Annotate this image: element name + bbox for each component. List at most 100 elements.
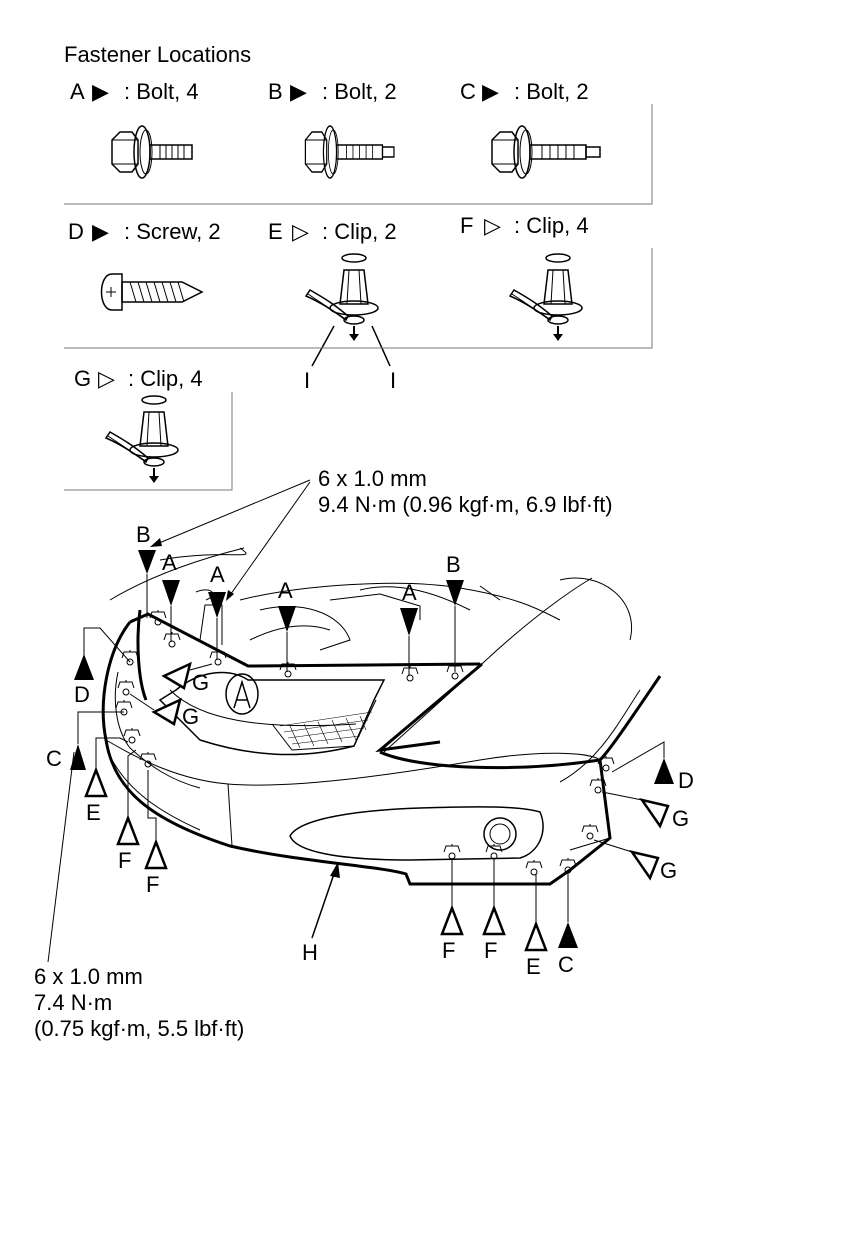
leader-line: [371, 325, 391, 367]
stepped-bolt-icon: [491, 125, 601, 179]
callout-g: G: [129, 693, 199, 729]
callout-g: G: [593, 839, 677, 883]
legend-desc-b: : Bolt, 2: [322, 79, 397, 104]
callout-f: F: [144, 770, 168, 897]
callout-b-label: B: [136, 522, 151, 547]
hollow-arrow-icon: [161, 661, 192, 690]
legend-letter-g: G: [74, 366, 91, 391]
legend-divider: [64, 248, 653, 349]
callout-b: B: [446, 552, 464, 672]
callout-c: C: [46, 711, 124, 771]
legend-item-e: E ▷ : Clip, 2 I I: [268, 219, 397, 393]
callout-g-label: G: [192, 670, 209, 695]
callout-a-label: A: [162, 550, 177, 575]
leader-line: [311, 325, 335, 367]
callout-d: D: [611, 741, 694, 793]
legend-letter-f: F: [460, 213, 473, 238]
callout-f: F: [440, 858, 464, 963]
callout-f-label: F: [146, 872, 159, 897]
filled-arrow-icon: [400, 608, 418, 636]
screw-icon: [100, 273, 203, 311]
hollow-arrow-icon: [440, 904, 464, 936]
torque-upper-value: 9.4 N·m (0.96 kgf·m, 6.9 lbf·ft): [318, 492, 613, 517]
legend-letter-c: C: [460, 79, 476, 104]
legend-letter-e: E: [268, 219, 283, 244]
callout-g-label: G: [672, 806, 689, 831]
legend-desc-f: : Clip, 4: [514, 213, 589, 238]
legend-desc-g: : Clip, 4: [128, 366, 203, 391]
hollow-arrow-icon: [629, 850, 660, 881]
hood-edge: [383, 577, 593, 753]
filled-arrow-icon: [558, 922, 578, 948]
hollow-arrow-icon: ▷: [484, 213, 501, 238]
callout-b: B: [136, 522, 156, 618]
callout-g-label: G: [182, 704, 199, 729]
filled-arrow-icon: [278, 606, 296, 632]
torque-upper-size: 6 x 1.0 mm: [318, 466, 427, 491]
filled-arrow-icon: [654, 758, 674, 784]
callout-g: G: [161, 661, 213, 695]
callout-h: H: [302, 862, 340, 965]
bolt-icon: [304, 125, 395, 179]
legend-item-a: A ▶ : Bolt, 4: [70, 79, 199, 179]
callout-g: G: [601, 791, 689, 831]
bolt-icon: [111, 125, 193, 179]
legend-letter-b: B: [268, 79, 283, 104]
leader-line: [151, 479, 311, 547]
filled-arrow-icon: ▶: [92, 79, 109, 104]
hollow-arrow-icon: [144, 838, 168, 870]
vehicle-front-illustration: [101, 547, 662, 886]
callout-g-label: G: [660, 858, 677, 883]
callout-e-label: E: [526, 954, 541, 979]
callout-h-label: H: [302, 940, 318, 965]
hollow-arrow-icon: [524, 920, 548, 952]
filled-arrow-icon: ▶: [482, 79, 499, 104]
legend-item-g: G ▷ : Clip, 4: [74, 366, 203, 484]
callout-i: I: [390, 368, 396, 393]
leader-line: [47, 751, 75, 963]
filled-arrow-icon: [446, 580, 464, 606]
legend-desc-d: : Screw, 2: [124, 219, 221, 244]
callout-f-label: F: [118, 848, 131, 873]
callout-a: A: [278, 578, 296, 672]
callout-a: A: [400, 580, 418, 676]
callout-d-label: D: [678, 768, 694, 793]
hollow-arrow-icon: [482, 904, 506, 936]
legend-desc-e: : Clip, 2: [322, 219, 397, 244]
legend-desc-c: : Bolt, 2: [514, 79, 589, 104]
callout-b-label: B: [446, 552, 461, 577]
callout-f-label: F: [442, 938, 455, 963]
filled-arrow-icon: [208, 592, 226, 618]
torque-lower-conversion: (0.75 kgf·m, 5.5 lbf·ft): [34, 1016, 244, 1041]
legend-item-d: D ▶ : Screw, 2: [68, 219, 221, 311]
filled-arrow-icon: [162, 580, 180, 606]
callout-i: I: [304, 368, 310, 393]
emblem: [225, 673, 259, 715]
torque-lower-value: 7.4 N·m: [34, 990, 112, 1015]
filled-arrow-icon: [70, 744, 86, 770]
fog-light: [483, 817, 517, 851]
callout-e: E: [524, 874, 548, 979]
lower-intake: [289, 806, 544, 861]
legend-divider: [64, 392, 233, 491]
callout-e: E: [84, 737, 129, 825]
legend-letter-a: A: [70, 79, 85, 104]
hollow-arrow-icon: [151, 697, 182, 726]
legend-title: Fastener Locations: [64, 42, 251, 67]
legend-letter-d: D: [68, 219, 84, 244]
legend-item-b: B ▶ : Bolt, 2: [268, 79, 397, 179]
clip-icon: [305, 253, 379, 342]
filled-arrow-icon: ▶: [92, 219, 109, 244]
clip-icon: [509, 253, 583, 342]
hollow-arrow-icon: [639, 798, 670, 829]
callout-a: A: [162, 550, 180, 642]
legend-divider: [64, 104, 653, 205]
filled-arrow-icon: ▶: [290, 79, 307, 104]
torque-lower-size: 6 x 1.0 mm: [34, 964, 143, 989]
hollow-arrow-icon: ▷: [98, 366, 115, 391]
callout-f: F: [482, 858, 506, 963]
upper-support: [129, 612, 481, 668]
filled-arrow-icon: [138, 550, 156, 574]
callout-c-label: C: [558, 952, 574, 977]
